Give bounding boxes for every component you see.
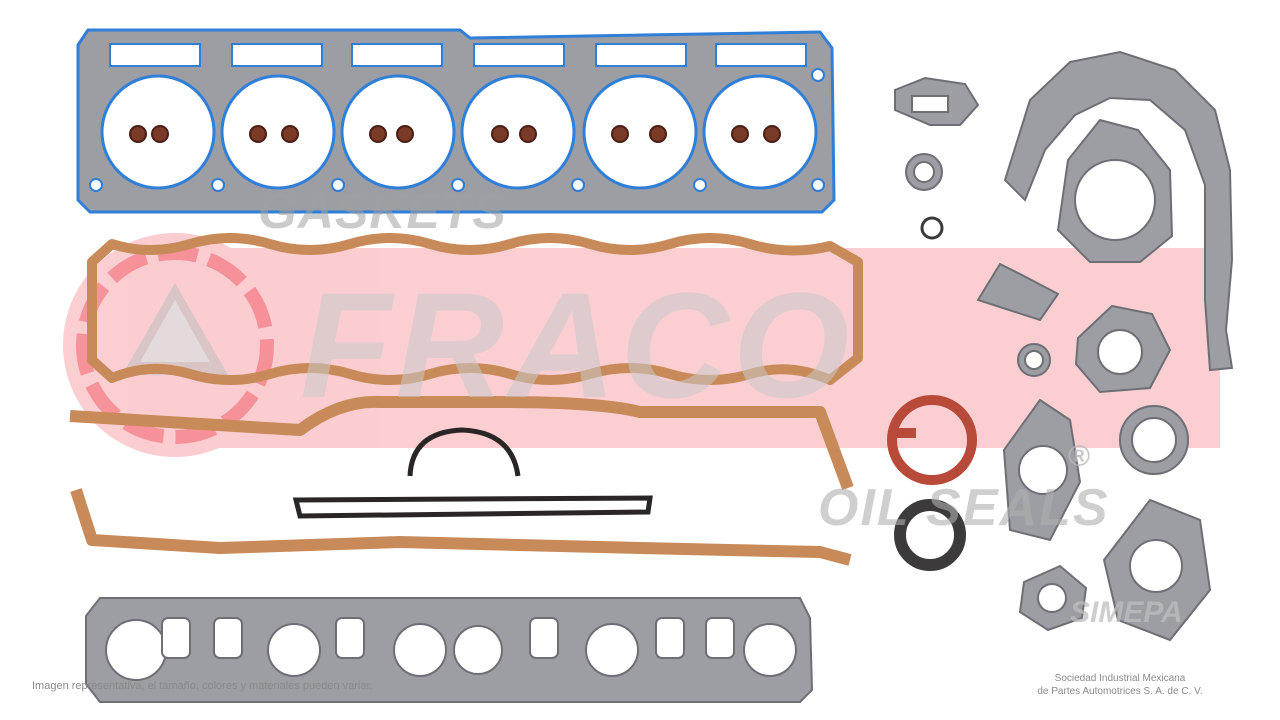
timing-cover-gasket (1003, 50, 1234, 372)
small-gaskets-column (894, 76, 1060, 377)
oil-pan-gasket-upper (69, 395, 854, 491)
watermark-oil-seals: OIL SEALS (818, 479, 1110, 537)
watermark-gaskets: GASKETS (258, 183, 507, 239)
company-line-2: de Partes Automotrices S. A. de C. V. (1037, 686, 1203, 697)
manifold-gasket (85, 597, 814, 703)
front-oil-seal (894, 499, 966, 571)
watermark-brand: FRACO (300, 261, 854, 429)
company-line-1: Sociedad Industrial Mexicana (1054, 673, 1186, 684)
thermostat-gasket (1074, 304, 1172, 394)
crankshaft-seal-red (887, 395, 977, 485)
partner-logo: SIMEPA (1070, 596, 1183, 629)
oil-pan-gasket-lower (70, 488, 852, 566)
water-pump-gasket (1056, 118, 1174, 263)
egr-gaskets (1002, 398, 1212, 642)
brand-emblem (76, 246, 274, 444)
registered-icon: ® (1068, 440, 1091, 473)
valve-cover-gasket (87, 233, 863, 385)
valve-stem-seals (129, 125, 781, 143)
rear-main-seal-arc (407, 427, 521, 477)
disclaimer-caption: Imagen representativa, el tamaño, colore… (32, 680, 373, 692)
cylinder-head-gasket (76, 28, 836, 214)
company-name: Sociedad Industrial Mexicana de Partes A… (1000, 672, 1240, 698)
front-cover-strip (292, 495, 653, 519)
